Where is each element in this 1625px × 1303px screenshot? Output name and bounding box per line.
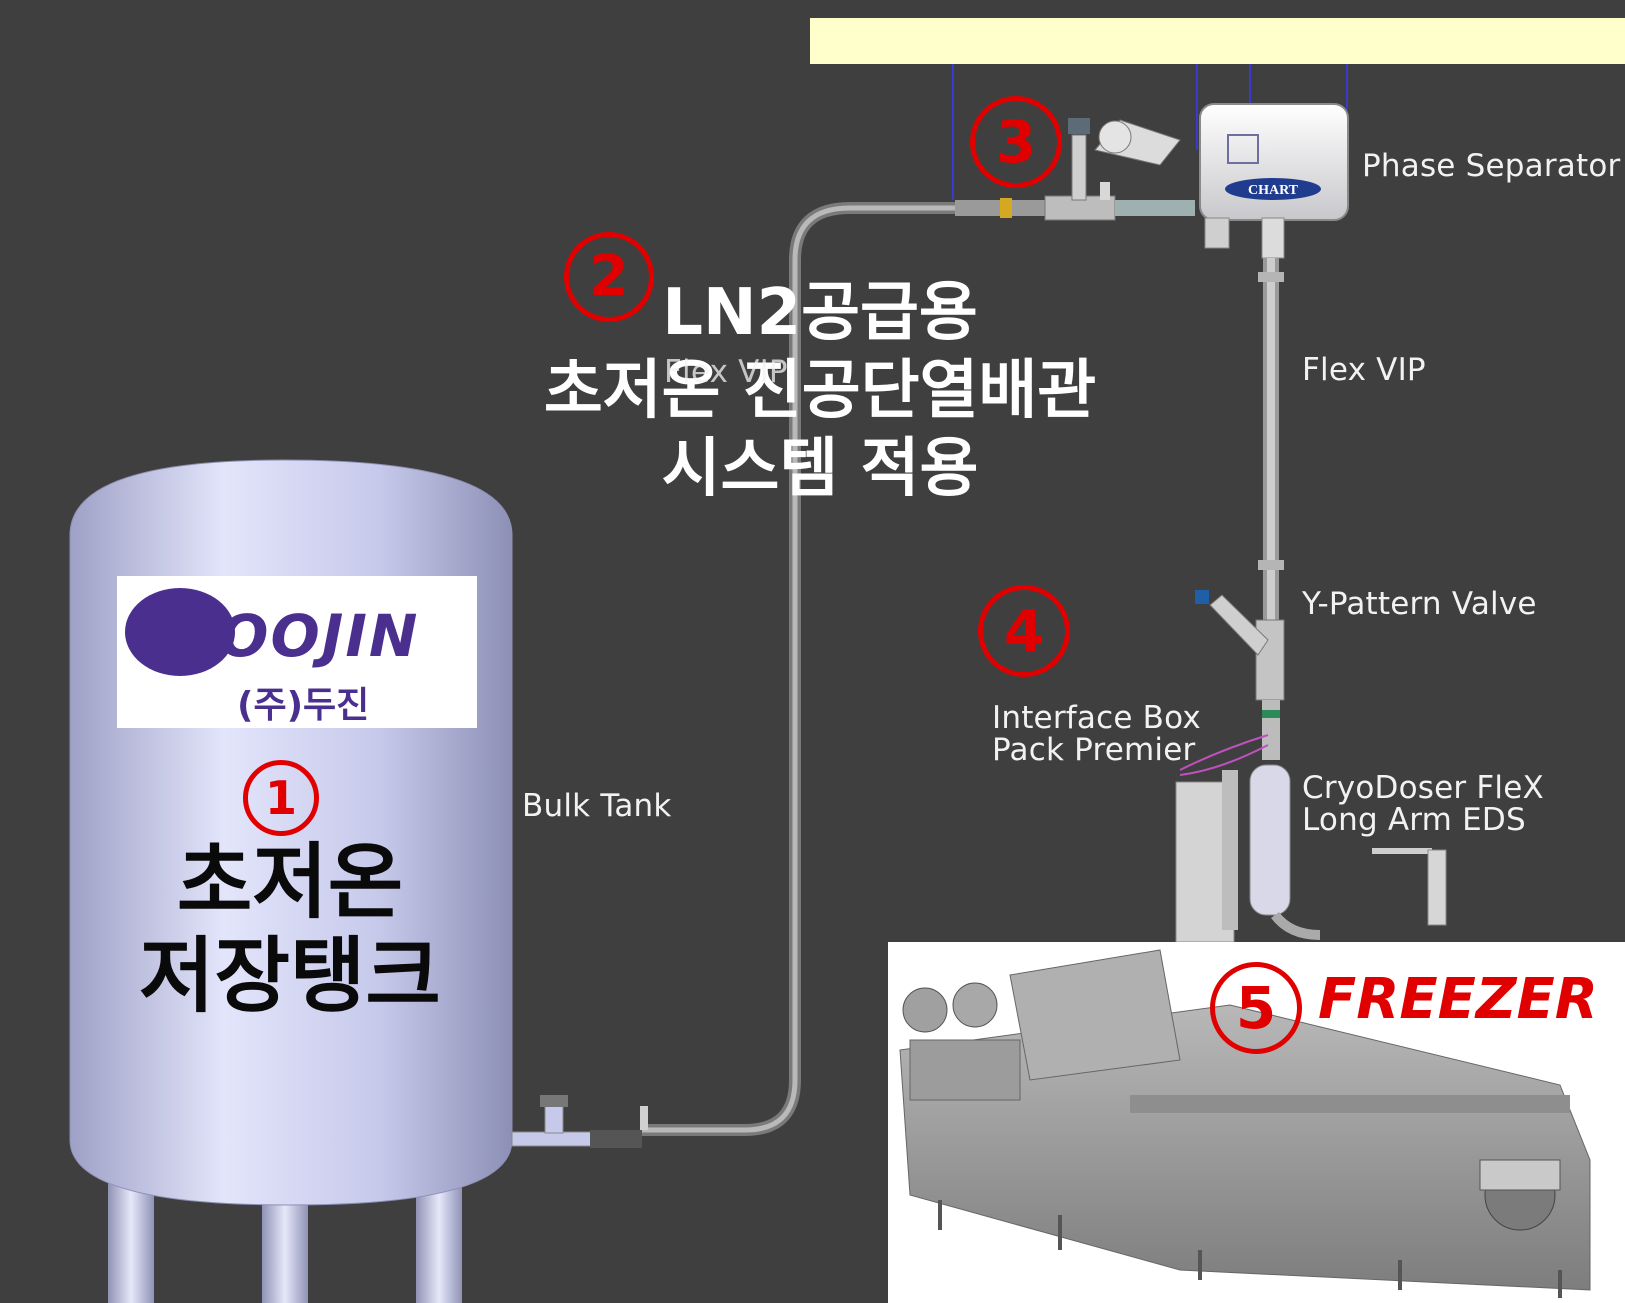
doojin-logo-wordmark: DOOJIN	[169, 602, 420, 670]
chart-logo: CHART	[1248, 183, 1299, 198]
headline-line-1: LN2공급용	[662, 276, 978, 350]
freezer-label: FREEZER	[1318, 967, 1598, 1032]
headline-line-2: 초저온 진공단열배관	[543, 354, 1097, 428]
label-flex-vip-left: Flex VIP	[664, 354, 788, 390]
label-long-arm-eds: Long Arm EDS	[1302, 802, 1526, 838]
vertical-flex-vip	[1258, 258, 1284, 638]
marker-4: 4	[978, 585, 1070, 677]
doojin-logo-swoosh	[125, 588, 235, 676]
cryodoser-assembly	[1175, 734, 1447, 943]
label-phase-separator: Phase Separator	[1362, 148, 1621, 184]
marker-5: 5	[1210, 962, 1302, 1054]
doojin-logo: DOOJIN (주)두진	[117, 576, 477, 728]
tank-title-line-2: 저장탱크	[139, 929, 441, 1024]
tank-title-line-1: 초저온	[176, 835, 404, 930]
label-pack-premier: Pack Premier	[992, 732, 1196, 768]
marker-3: 3	[970, 96, 1062, 188]
headline-line-3: 시스템 적용	[661, 432, 979, 506]
label-y-pattern-valve: Y-Pattern Valve	[1302, 586, 1537, 622]
marker-2: 2	[564, 232, 654, 322]
freezer-machine	[888, 942, 1625, 1303]
phase-separator: CHART	[1199, 103, 1349, 259]
top-valve-assembly	[955, 118, 1195, 221]
label-cryodoser: CryoDoser FleX	[1302, 770, 1544, 806]
label-bulk-tank: Bulk Tank	[522, 788, 672, 824]
doojin-logo-korean: (주)두진	[237, 685, 370, 726]
marker-1: 1	[243, 760, 319, 836]
label-interface-box: Interface Box	[992, 700, 1201, 736]
label-flex-vip-right: Flex VIP	[1302, 352, 1426, 388]
ceiling-beam	[810, 18, 1625, 64]
